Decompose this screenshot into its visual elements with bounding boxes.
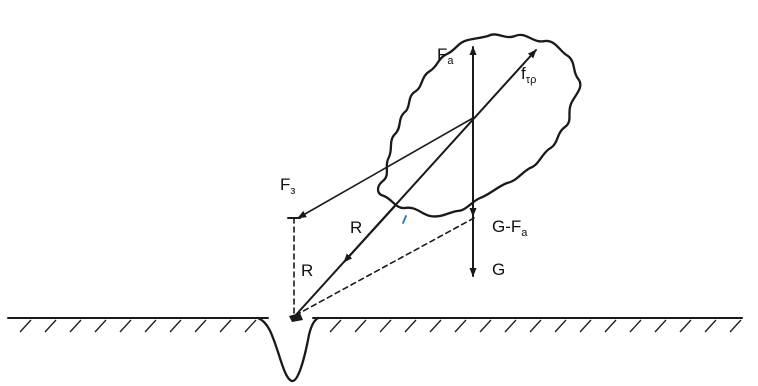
hatch-mark (429, 319, 442, 333)
hatch-mark (704, 319, 717, 333)
label-friction-sub: τρ (526, 74, 537, 86)
label-gravity: G (492, 260, 505, 279)
hatch-mark (654, 319, 667, 333)
hatch-mark (244, 319, 257, 333)
hatch-mark (19, 319, 32, 333)
label-force-z-main: F (280, 175, 290, 194)
hatch-mark (529, 319, 542, 333)
label-resultant-inner: R (350, 218, 362, 237)
hatch-mark (169, 319, 182, 333)
label-net-weight-main: G-F (492, 217, 521, 236)
hatch-mark (379, 319, 392, 333)
resultant-inner-arrow (343, 205, 396, 263)
hatch-mark (504, 319, 517, 333)
ground-hatching (19, 319, 742, 333)
ground-surface (7, 316, 743, 383)
hatch-mark (69, 319, 82, 333)
friction-force-arrow (293, 49, 537, 318)
hatch-mark (679, 319, 692, 333)
label-buoyancy-sub: a (447, 55, 454, 67)
label-net-weight: G-Fa (492, 217, 528, 239)
hatch-mark (404, 319, 417, 333)
label-force-z: Fз (280, 175, 295, 197)
hatch-mark (579, 319, 592, 333)
accent-tick-mark (402, 215, 407, 224)
label-buoyancy: Fa (437, 45, 454, 67)
contact-point (289, 313, 303, 322)
hatch-mark (194, 319, 207, 333)
force-z-arrow (297, 117, 474, 219)
hatch-mark (554, 319, 567, 333)
label-friction: fτρ (521, 64, 536, 86)
rock-outline (376, 33, 582, 218)
label-net-weight-sub: a (521, 227, 528, 239)
ground-depression (256, 316, 320, 383)
hatch-mark (629, 319, 642, 333)
hatch-mark (329, 319, 342, 333)
hatch-mark (144, 319, 157, 333)
hatch-mark (219, 319, 232, 333)
hatch-mark (44, 319, 57, 333)
label-buoyancy-main: F (437, 45, 447, 64)
hatch-mark (454, 319, 467, 333)
hatch-mark (354, 319, 367, 333)
hatch-mark (479, 319, 492, 333)
hatch-mark (729, 319, 742, 333)
label-friction-main: f (521, 64, 526, 83)
dashed-diagonal-line (295, 217, 475, 316)
hatch-mark (119, 319, 132, 333)
hatch-mark (604, 319, 617, 333)
hatch-mark (94, 319, 107, 333)
label-resultant-outer: R (301, 261, 313, 280)
label-force-z-sub: з (290, 185, 295, 197)
